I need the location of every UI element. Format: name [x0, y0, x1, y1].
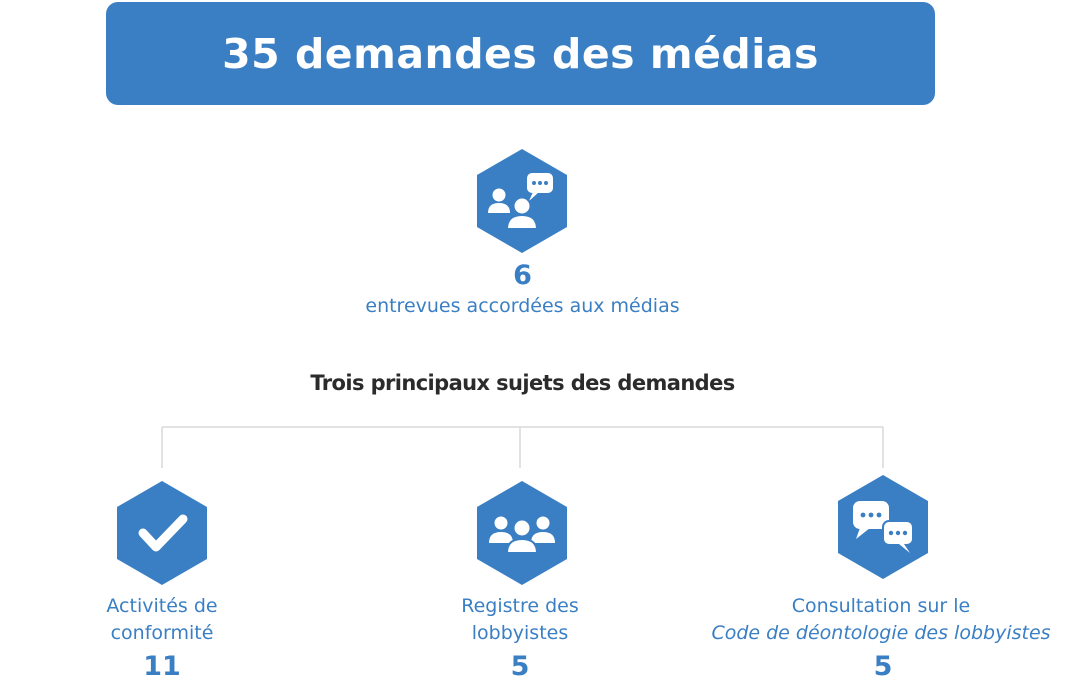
topic-compliance-label: Activités de conformité: [106, 595, 218, 644]
topics-heading: Trois principaux sujets des demandes: [310, 371, 735, 395]
interviews-count: 6: [513, 260, 532, 291]
topic-registry-value: 5: [510, 651, 530, 682]
page-title: 35 demandes des médias: [222, 29, 819, 78]
title-banner: 35 demandes des médias: [106, 2, 935, 105]
topic-registry-label: Registre des lobbyistes: [461, 595, 579, 644]
people-chat-icon: [477, 149, 567, 253]
group-icon: [477, 481, 567, 585]
checkmark-icon: [117, 481, 207, 585]
topic-consultation-value: 5: [873, 651, 893, 682]
interviews-label: entrevues accordées aux médias: [365, 295, 680, 317]
topic-consultation-label: Consultation sur le Code de déontologie …: [711, 595, 1051, 644]
topic-compliance-value: 11: [143, 651, 181, 682]
speech-bubbles-icon: [838, 475, 928, 579]
